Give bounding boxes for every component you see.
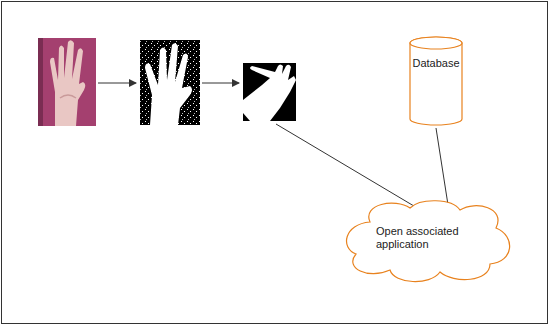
cloud-shape: Open associated application bbox=[340, 198, 516, 284]
connector-arrow bbox=[436, 128, 449, 212]
flow-arrow bbox=[276, 124, 424, 212]
node-label: Database bbox=[408, 57, 464, 70]
node-label: Open associated application bbox=[376, 225, 480, 251]
flow-arrow bbox=[98, 83, 136, 84]
cylinder-outline bbox=[408, 35, 464, 127]
hand-photo bbox=[38, 38, 96, 126]
text-area: Database bbox=[408, 57, 464, 70]
flow-arrow bbox=[202, 83, 239, 84]
text-area: Open associated application bbox=[376, 225, 480, 251]
database-cylinder: Database bbox=[408, 35, 464, 127]
binary-hand-image bbox=[140, 40, 200, 125]
cropped-hand-image bbox=[243, 63, 296, 121]
